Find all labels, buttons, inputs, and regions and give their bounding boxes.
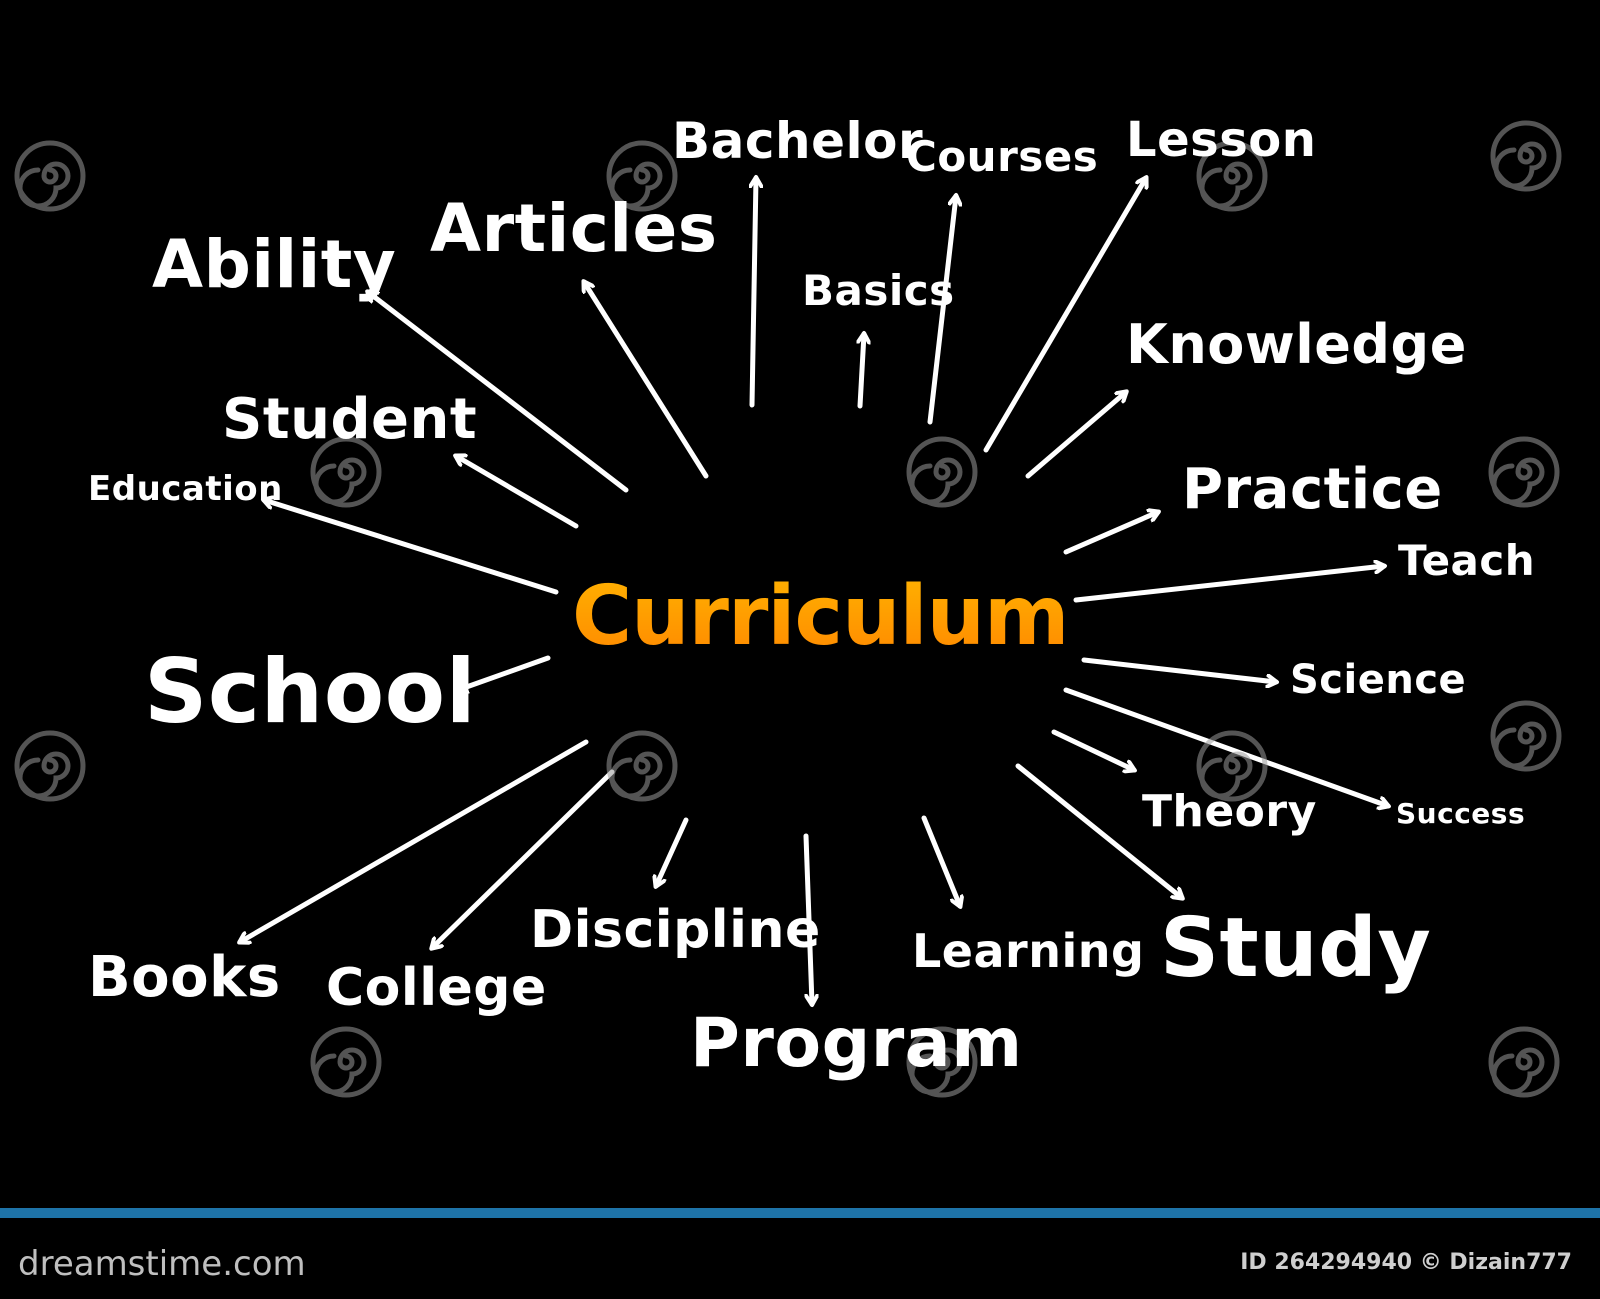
- center-topic: Curriculum: [572, 569, 1069, 664]
- term-articles: Articles: [430, 190, 718, 267]
- arrow-to-science: [1081, 657, 1276, 682]
- arrow-to-success: [1063, 687, 1388, 806]
- watermark-spiral-icon: [606, 140, 678, 212]
- arrow-to-learning: [921, 815, 960, 906]
- arrow-to-discipline: [656, 817, 689, 886]
- watermark-spiral-icon: [1488, 1026, 1560, 1098]
- watermark-spiral-icon: [1196, 140, 1268, 212]
- footer-brand: dreamstime.com: [18, 1244, 306, 1284]
- arrow-to-teach: [1073, 566, 1384, 603]
- term-education: Education: [88, 469, 283, 509]
- arrows-layer: [0, 0, 1600, 1208]
- term-discipline: Discipline: [530, 900, 821, 960]
- watermark-spiral-icon: [1488, 436, 1560, 508]
- arrow-to-theory: [1051, 729, 1134, 770]
- arrow-to-lesson: [983, 178, 1146, 453]
- arrow-to-courses: [927, 196, 956, 425]
- watermark-spiral-icon: [310, 1026, 382, 1098]
- term-courses: Courses: [906, 132, 1099, 181]
- mind-map-canvas: Curriculum Bachelor Courses Lesson Artic…: [0, 0, 1600, 1208]
- term-knowledge: Knowledge: [1126, 313, 1467, 376]
- footer-bar: dreamstime.com ID 264294940 © Dizain777: [0, 1208, 1600, 1299]
- arrow-to-articles: [584, 282, 709, 479]
- arrow-to-education: [264, 500, 559, 595]
- arrow-to-ability: [368, 292, 629, 493]
- arrow-to-school: [458, 655, 551, 690]
- term-school: School: [144, 640, 477, 743]
- term-basics: Basics: [802, 266, 955, 315]
- arrow-to-college: [432, 769, 615, 948]
- arrow-to-study: [1015, 763, 1182, 898]
- term-theory: Theory: [1142, 786, 1317, 837]
- term-success: Success: [1396, 797, 1526, 830]
- watermark-spiral-icon: [1490, 700, 1562, 772]
- watermark-spiral-icon: [606, 730, 678, 802]
- term-learning: Learning: [912, 924, 1145, 978]
- arrow-to-basics: [860, 334, 864, 409]
- term-practice: Practice: [1182, 457, 1443, 522]
- watermark-spiral-icon: [1196, 730, 1268, 802]
- watermark-spiral-icon: [906, 1026, 978, 1098]
- term-books: Books: [88, 945, 281, 1010]
- arrow-to-program: [803, 833, 812, 1004]
- term-study: Study: [1160, 901, 1432, 996]
- watermark-spiral-icon: [14, 140, 86, 212]
- arrow-to-books: [240, 739, 589, 942]
- arrow-to-practice: [1063, 512, 1158, 555]
- term-college: College: [326, 958, 547, 1018]
- watermark-spiral-icon: [14, 730, 86, 802]
- term-science: Science: [1290, 657, 1467, 703]
- term-teach: Teach: [1398, 536, 1536, 585]
- watermark-spiral-icon: [906, 436, 978, 508]
- term-lesson: Lesson: [1126, 112, 1317, 168]
- term-student: Student: [222, 387, 478, 452]
- watermark-spiral-icon: [310, 436, 382, 508]
- footer-credit: ID 264294940 © Dizain777: [1240, 1250, 1572, 1275]
- term-program: Program: [690, 1004, 1023, 1083]
- arrow-to-bachelor: [752, 178, 756, 408]
- watermark-spiral-icon: [1490, 120, 1562, 192]
- arrow-to-student: [456, 456, 579, 529]
- arrow-to-knowledge: [1025, 392, 1126, 479]
- term-ability: Ability: [152, 226, 397, 303]
- term-bachelor: Bachelor: [672, 112, 924, 170]
- footer-accent-bar: [0, 1208, 1600, 1218]
